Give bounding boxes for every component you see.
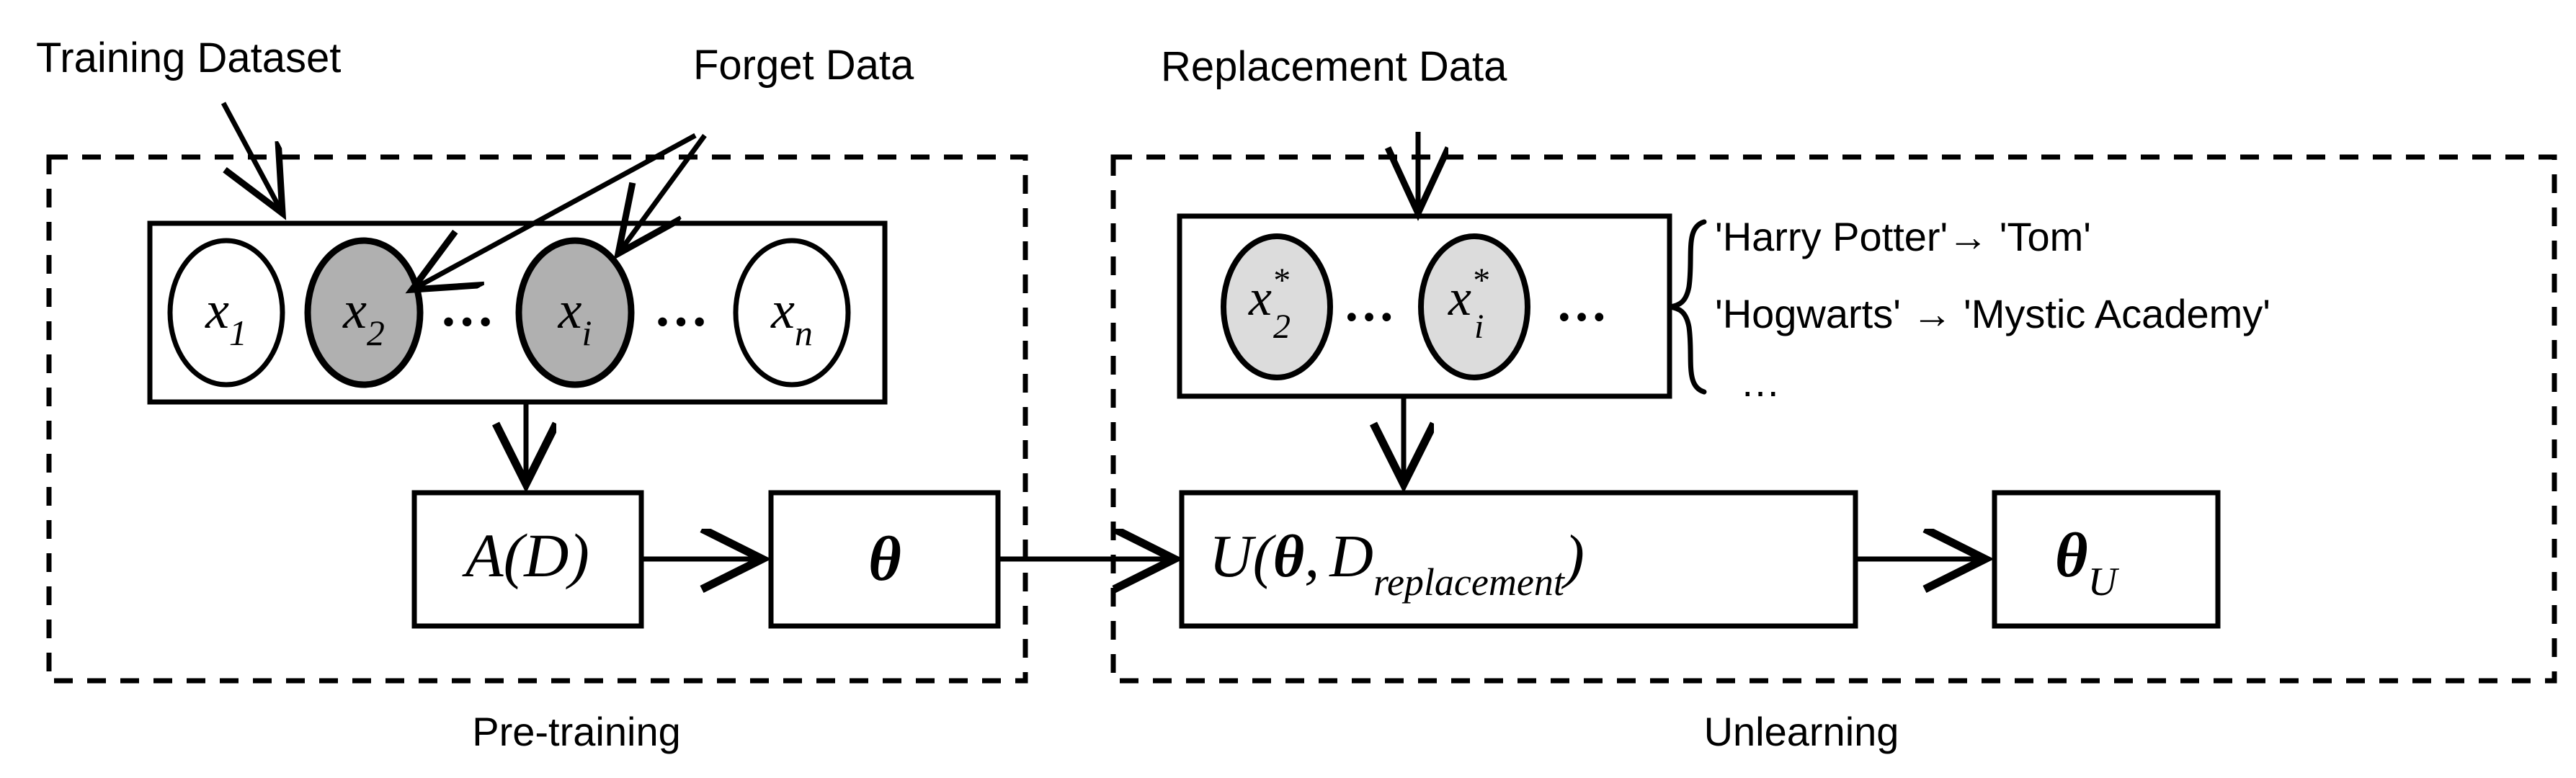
replacement-node-x2-label: x*2 bbox=[1248, 261, 1291, 346]
dataset-ellipsis-2: … bbox=[654, 277, 708, 338]
theta-u-label: θU bbox=[2055, 521, 2120, 604]
replacement-node-xi bbox=[1418, 233, 1530, 380]
mapping-line-2: 'Hogwarts' → 'Mystic Academy' bbox=[1715, 291, 2270, 336]
dataset-node-xi bbox=[515, 237, 635, 388]
dataset-node-xn bbox=[733, 238, 851, 388]
replacement-node-xi-label: x*i bbox=[1448, 261, 1489, 346]
unlearning-function-label: U(θ,Dreplacement) bbox=[1209, 523, 1585, 604]
algorithm-box-label: A(D) bbox=[462, 521, 589, 590]
mapping-line-1: 'Harry Potter'→ 'Tom' bbox=[1715, 214, 2091, 259]
forget-data-annotation: Forget Data bbox=[693, 42, 914, 89]
unlearning-caption: Unlearning bbox=[1704, 709, 1899, 754]
pretraining-caption: Pre-training bbox=[472, 709, 680, 754]
dataset-node-x2 bbox=[304, 237, 424, 388]
dataset-node-xn-label: xn bbox=[770, 281, 813, 353]
arrow-training-dataset-annotation bbox=[220, 102, 282, 213]
dataset-node-x2-label: x2 bbox=[342, 281, 385, 353]
mapping-brace bbox=[1670, 219, 1707, 395]
unlearning-function-box bbox=[1179, 490, 1858, 629]
replacement-ellipsis-2: … bbox=[1556, 274, 1608, 332]
replacement-data-annotation: Replacement Data bbox=[1161, 43, 1507, 90]
theta-box-label: θ bbox=[868, 524, 901, 594]
unlearning-panel-border bbox=[1110, 154, 2557, 684]
training-dataset-annotation: Training Dataset bbox=[36, 35, 341, 81]
pretraining-panel-border bbox=[46, 154, 1028, 684]
theta-u-box bbox=[1992, 490, 2221, 629]
mapping-line-3: … bbox=[1740, 359, 1781, 405]
dataset-ellipsis-1: … bbox=[440, 277, 494, 338]
replacement-node-x2 bbox=[1221, 233, 1333, 380]
arrow-forget-data-to-xi bbox=[618, 133, 707, 254]
arrow-forget-data-to-x2 bbox=[412, 133, 697, 290]
dataset-node-xi-label: xi bbox=[558, 281, 592, 353]
theta-box bbox=[768, 490, 1001, 629]
replacement-ellipsis-1: … bbox=[1343, 274, 1395, 332]
algorithm-box bbox=[411, 490, 644, 629]
dataset-node-x1-label: x1 bbox=[205, 281, 247, 353]
dataset-node-x1 bbox=[167, 238, 285, 388]
